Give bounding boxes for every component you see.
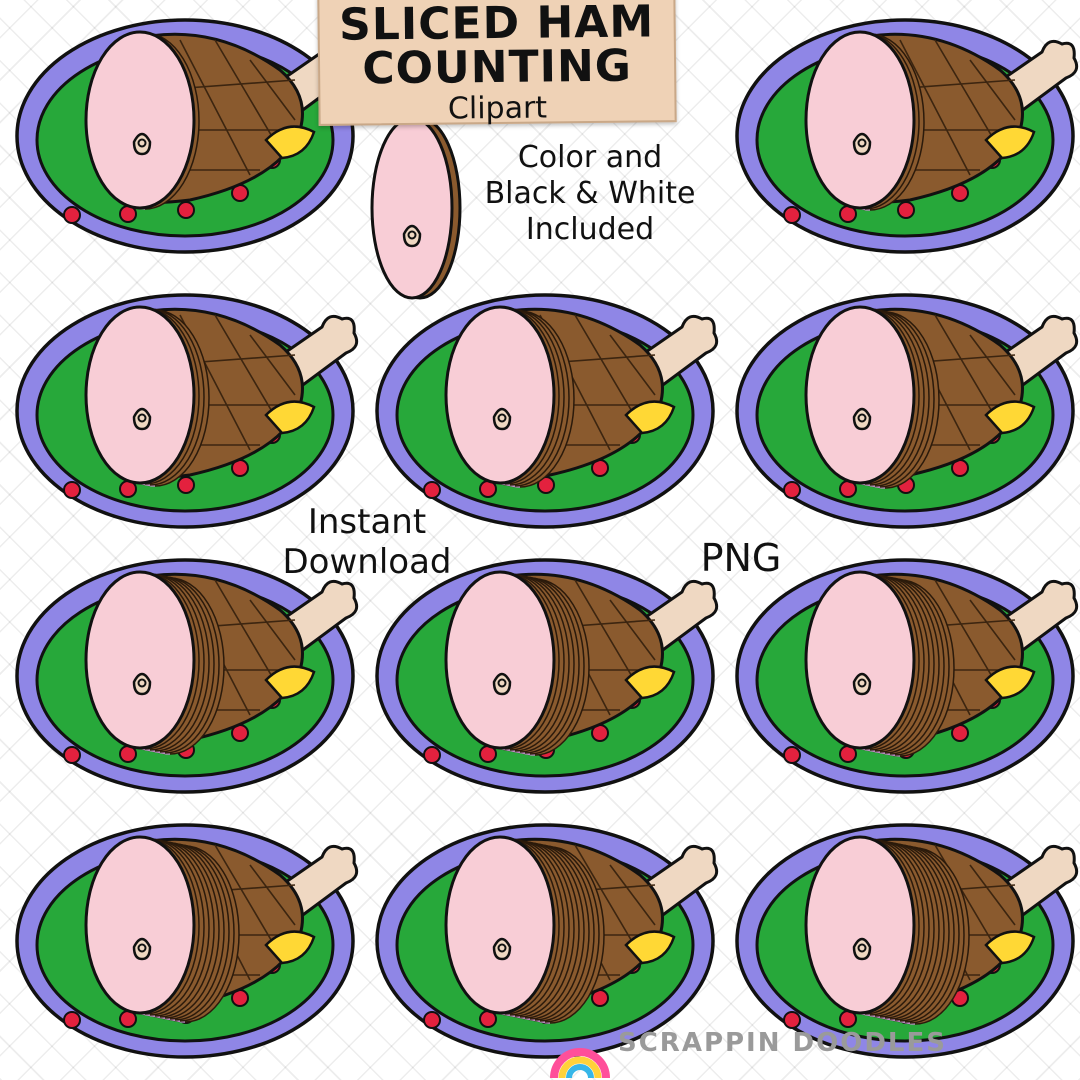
caption-line: Included <box>525 212 655 247</box>
ham-platter-illustration <box>735 293 1079 529</box>
subtitle: Clipart <box>447 90 548 127</box>
rainbow-icon <box>550 1048 610 1079</box>
caption-line: Instant <box>307 502 427 542</box>
ham-platter-illustration <box>15 293 359 529</box>
ham-platter-illustration <box>375 823 719 1059</box>
title-line-2: COUNTING <box>362 40 633 95</box>
ham-platter-illustration <box>15 18 359 254</box>
ham-platter-illustration <box>375 558 719 794</box>
color-bw-caption: Color and Black & White Included <box>470 140 710 248</box>
ham-platter-illustration <box>735 823 1079 1059</box>
ham-platter-illustration <box>15 823 359 1059</box>
brand-logo-text: SCRAPPIN DOODLES <box>618 1028 947 1058</box>
caption-line: Download <box>282 542 452 582</box>
single-ham-slice <box>370 116 462 300</box>
ham-platter-illustration <box>15 558 359 794</box>
title-tag: SLICED HAM COUNTING Clipart <box>317 0 677 127</box>
format-caption: PNG <box>700 536 782 580</box>
brand-logo: SCRAPPIN DOODLES <box>548 1016 945 1080</box>
caption-line: Black & White <box>484 176 696 211</box>
caption-line: Color and <box>517 140 663 175</box>
ham-platter-illustration <box>375 293 719 529</box>
ham-platter-illustration <box>735 558 1079 794</box>
instant-download-caption: Instant Download <box>262 502 472 582</box>
ham-platter-illustration <box>735 18 1079 254</box>
